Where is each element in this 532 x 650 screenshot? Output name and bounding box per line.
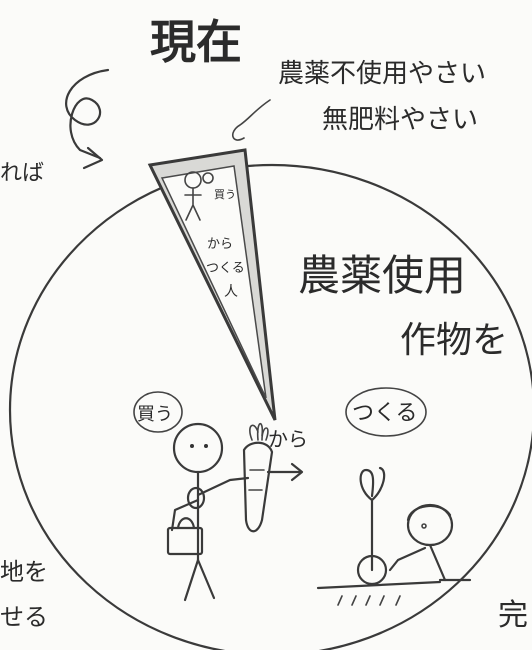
slice-line1: 買う	[214, 188, 236, 201]
slice-line2: から	[207, 237, 233, 252]
top-label-line2: 無肥料やさい	[322, 105, 478, 135]
title-text: 現在	[150, 15, 242, 69]
right-arrow-icon	[266, 462, 304, 482]
arrow-label: から	[268, 427, 308, 451]
pie-slice-inner	[160, 165, 267, 399]
shopping-person-icon	[166, 422, 250, 602]
carrot-icon	[242, 422, 274, 533]
slice-line3: つくる	[206, 261, 245, 276]
left-edge-top: れば	[0, 161, 44, 186]
buy-bubble-text: 買う	[137, 404, 173, 425]
pie-outline	[8, 163, 532, 650]
make-bubble-text: つくる	[352, 401, 418, 426]
curly-arrow-icon	[65, 68, 110, 170]
top-label-line1: 農薬不使用やさい	[278, 59, 486, 89]
label-pointer-line	[232, 99, 271, 141]
left-edge-bottom-1: 地を	[0, 558, 48, 586]
left-edge-bottom-2: せる	[0, 603, 48, 631]
slice-person-icon	[184, 171, 214, 221]
gardener-icon	[388, 503, 472, 582]
ground-line	[316, 580, 442, 606]
plant-icon	[356, 466, 388, 586]
main-line2: 作物を	[400, 320, 508, 361]
slice-line4: 人	[224, 284, 238, 300]
make-bubble: つくる	[345, 387, 427, 437]
right-edge-bottom: 完	[498, 598, 528, 633]
buy-bubble: 買う	[133, 391, 183, 433]
main-line1: 農薬使用	[298, 251, 466, 300]
